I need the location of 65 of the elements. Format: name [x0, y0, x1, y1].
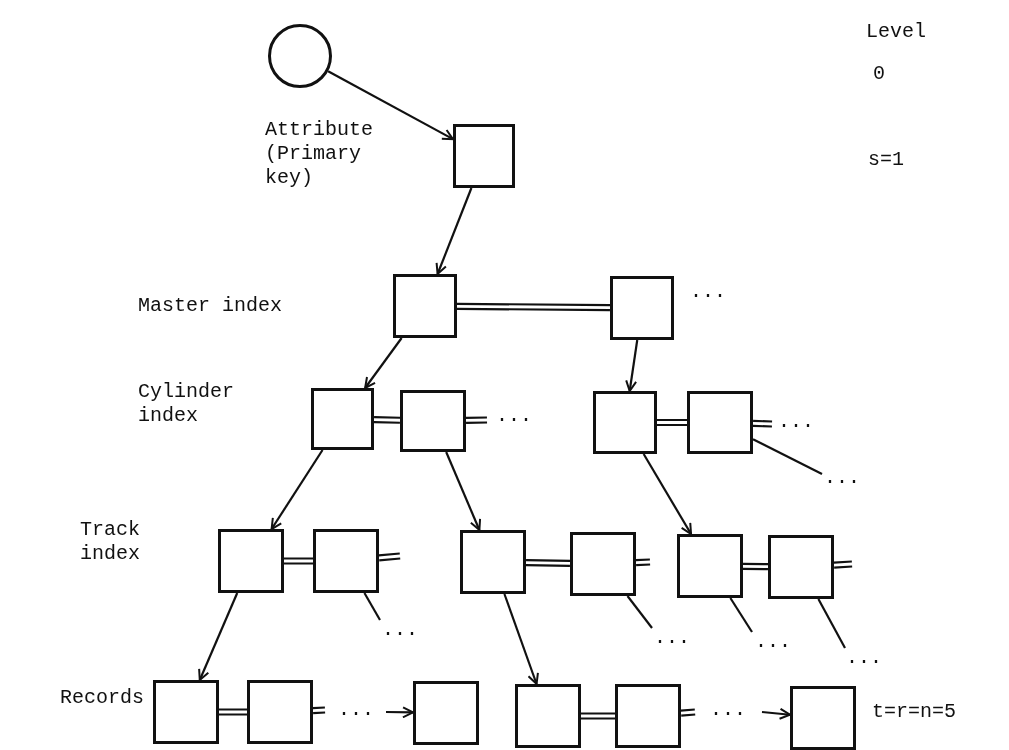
double-line-link [377, 552, 402, 562]
arrow [270, 449, 324, 530]
index-box [393, 274, 457, 338]
axis-title: Level [866, 20, 926, 44]
arrow [761, 707, 791, 720]
double-line-link [679, 708, 697, 717]
level-number: s=1 [868, 148, 904, 172]
row-label: Attribute (Primary key) [265, 118, 375, 190]
index-box [400, 390, 466, 452]
index-box [768, 535, 834, 599]
index-box [453, 124, 515, 188]
index-box [460, 530, 526, 594]
ellipsis: ... [755, 630, 791, 654]
arrow [364, 337, 403, 389]
double-line-link [751, 419, 774, 428]
index-box [610, 276, 674, 340]
level-number: t=r=n=5 [872, 700, 956, 724]
record-box [153, 680, 219, 744]
double-line-link [741, 562, 770, 571]
index-box [677, 534, 743, 598]
row-label: Records [60, 686, 144, 710]
arrow [327, 70, 454, 141]
index-box [218, 529, 284, 593]
index-box [311, 388, 374, 450]
row-label: Track index [80, 518, 141, 566]
row-label: Cylinder index [138, 380, 235, 428]
arrow [625, 339, 639, 392]
ellipsis: ... [710, 698, 746, 722]
ellipsis: ... [846, 646, 882, 670]
index-box [593, 391, 657, 454]
arrow [642, 453, 693, 535]
ellipsis: ... [338, 698, 374, 722]
ellipsis: ... [690, 280, 726, 304]
level-number: 0 [873, 62, 885, 86]
record-box [515, 684, 581, 748]
double-line-link [524, 559, 572, 567]
ellipsis: ... [496, 404, 532, 428]
double-line-link [634, 558, 652, 567]
arrow [435, 187, 473, 275]
double-line-link [832, 560, 854, 569]
ellipsis: ... [654, 626, 690, 650]
ellipsis: ... [824, 466, 860, 490]
ellipsis: ... [778, 410, 814, 434]
arrow [445, 451, 482, 531]
index-box [570, 532, 636, 596]
double-line-link [655, 418, 689, 427]
index-box [313, 529, 379, 593]
ellipsis: ... [382, 618, 418, 642]
double-line-link [282, 557, 315, 565]
record-box [413, 681, 479, 745]
index-box [687, 391, 753, 454]
row-label: Master index [138, 294, 283, 318]
arrow [503, 593, 539, 685]
record-box [790, 686, 856, 750]
double-line-link [217, 708, 249, 716]
double-line-link [455, 302, 612, 312]
arrow [385, 706, 414, 719]
double-line-link [464, 416, 489, 424]
record-box [615, 684, 681, 748]
root-circle [268, 24, 332, 88]
arrow [198, 592, 239, 681]
double-line-link [579, 712, 617, 720]
double-line-link [372, 416, 402, 424]
record-box [247, 680, 313, 744]
double-line-link [311, 706, 327, 715]
